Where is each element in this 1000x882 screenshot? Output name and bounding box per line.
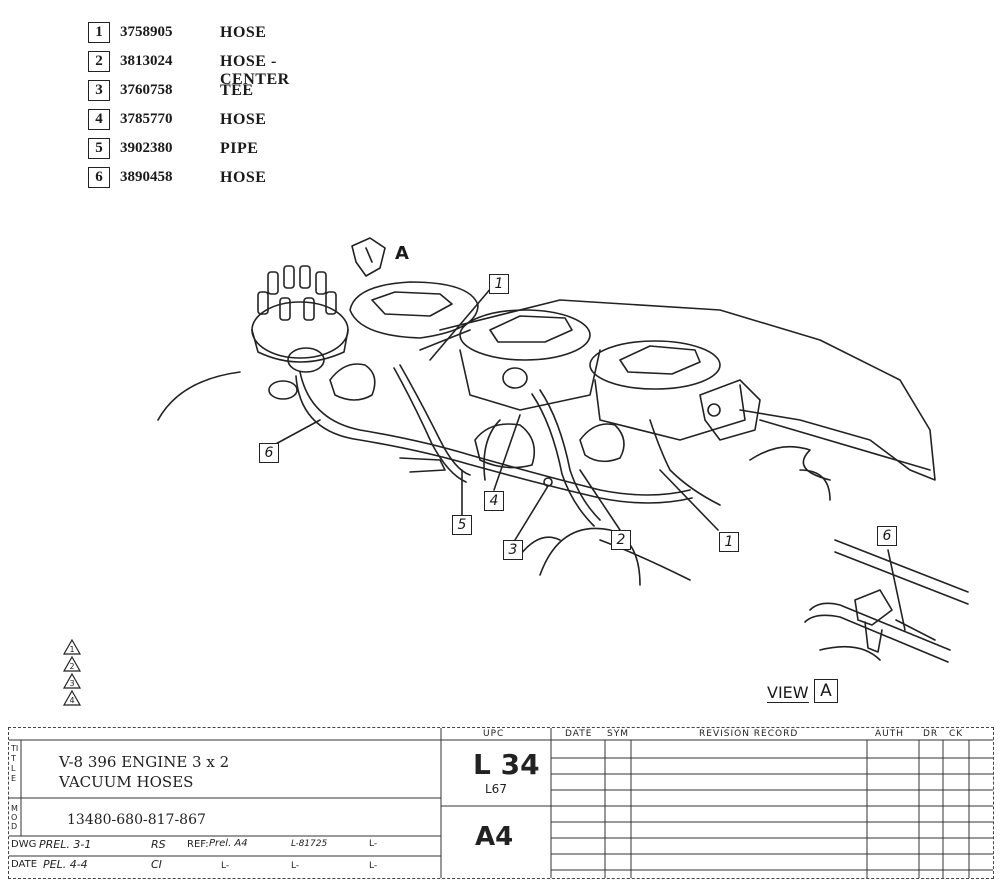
drawing-subtitle: VACUUM HOSES [59, 773, 194, 791]
part-name: HOSE [220, 111, 267, 128]
view-a-detail [804, 539, 969, 663]
revision-triangle [62, 672, 82, 689]
part-number: 5 [88, 138, 110, 159]
mod-side-label: MOD [11, 804, 18, 831]
drawing-title: V-8 396 ENGINE 3 x 2 [59, 753, 230, 771]
title-block: TITLE V-8 396 ENGINE 3 x 2 VACUUM HOSES … [8, 727, 994, 879]
callout-3: 3 [503, 540, 523, 560]
right-carburetor [589, 340, 746, 441]
ref-l1: L-81725 [291, 839, 328, 849]
upc-sub: L67 [485, 782, 507, 796]
header-ck: CK [949, 729, 964, 739]
callout-1: 1 [489, 274, 509, 294]
part-code: 3890458 [120, 169, 173, 185]
callout-6-view: 6 [877, 526, 897, 546]
part-number: 1 [88, 22, 110, 43]
callout-1: 1 [719, 532, 739, 552]
center-carburetor [459, 309, 601, 411]
ref-value: Prel. A4 [209, 838, 248, 849]
date-l1: L- [221, 861, 230, 871]
part-name: PIPE [220, 140, 259, 157]
revision-triangle [62, 638, 82, 655]
revision-number: 1 [70, 645, 75, 654]
part-number: 6 [88, 167, 110, 188]
date-l2: L- [291, 861, 300, 871]
view-label-box: A [814, 679, 838, 703]
revision-number: 2 [70, 662, 75, 671]
dwg-initials: RS [151, 838, 166, 851]
date-l3: L- [369, 861, 378, 871]
upc-header: UPC [483, 729, 505, 739]
upc-main: L 34 [473, 748, 540, 781]
upc-group: A4 [475, 822, 514, 852]
part-code: 3785770 [120, 111, 173, 127]
part-number: 4 [88, 109, 110, 130]
header-sym: SYM [607, 729, 629, 739]
callout-2: 2 [611, 530, 631, 550]
part-code: 3902380 [120, 140, 173, 156]
header-auth: AUTH [875, 729, 905, 739]
ref-l2: L- [369, 839, 378, 849]
part-name: TEE [220, 82, 254, 99]
date-value: PEL. 4-4 [43, 858, 88, 871]
date-initials: CI [151, 858, 162, 871]
revision-triangle [62, 655, 82, 672]
part-code: 3758905 [120, 24, 173, 40]
part-code: 3813024 [120, 53, 173, 69]
dwg-label: DWG [11, 839, 37, 850]
distributor-cap [251, 265, 349, 400]
revision-triangles: 1 2 3 4 [62, 638, 82, 706]
header-revision-record: REVISION RECORD [699, 729, 799, 739]
title-side-label: TITLE [11, 744, 19, 783]
callout-5: 5 [452, 515, 472, 535]
revision-number: 3 [70, 679, 75, 688]
callout-6: 6 [259, 443, 279, 463]
part-number: 3 [88, 80, 110, 101]
date-label: DATE [11, 859, 38, 870]
part-code: 3760758 [120, 82, 173, 98]
callout-4: 4 [484, 491, 504, 511]
revision-triangle [62, 689, 82, 706]
mod-number: 13480-680-817-867 [67, 812, 206, 828]
part-name: HOSE [220, 169, 267, 186]
view-arrow-label: A [395, 243, 409, 264]
dwg-value: PREL. 3-1 [39, 838, 92, 851]
part-name: HOSE [220, 24, 267, 41]
title-block-grid [9, 728, 993, 878]
revision-number: 4 [70, 696, 75, 705]
ref-label: REF: [187, 839, 209, 850]
view-arrow-icon [351, 237, 386, 277]
engine-drawing [157, 237, 969, 663]
part-name: HOSE - CENTER [220, 53, 290, 88]
part-number: 2 [88, 51, 110, 72]
header-date: DATE [565, 729, 593, 739]
view-label: VIEW [767, 683, 809, 703]
header-dr: DR [923, 729, 939, 739]
